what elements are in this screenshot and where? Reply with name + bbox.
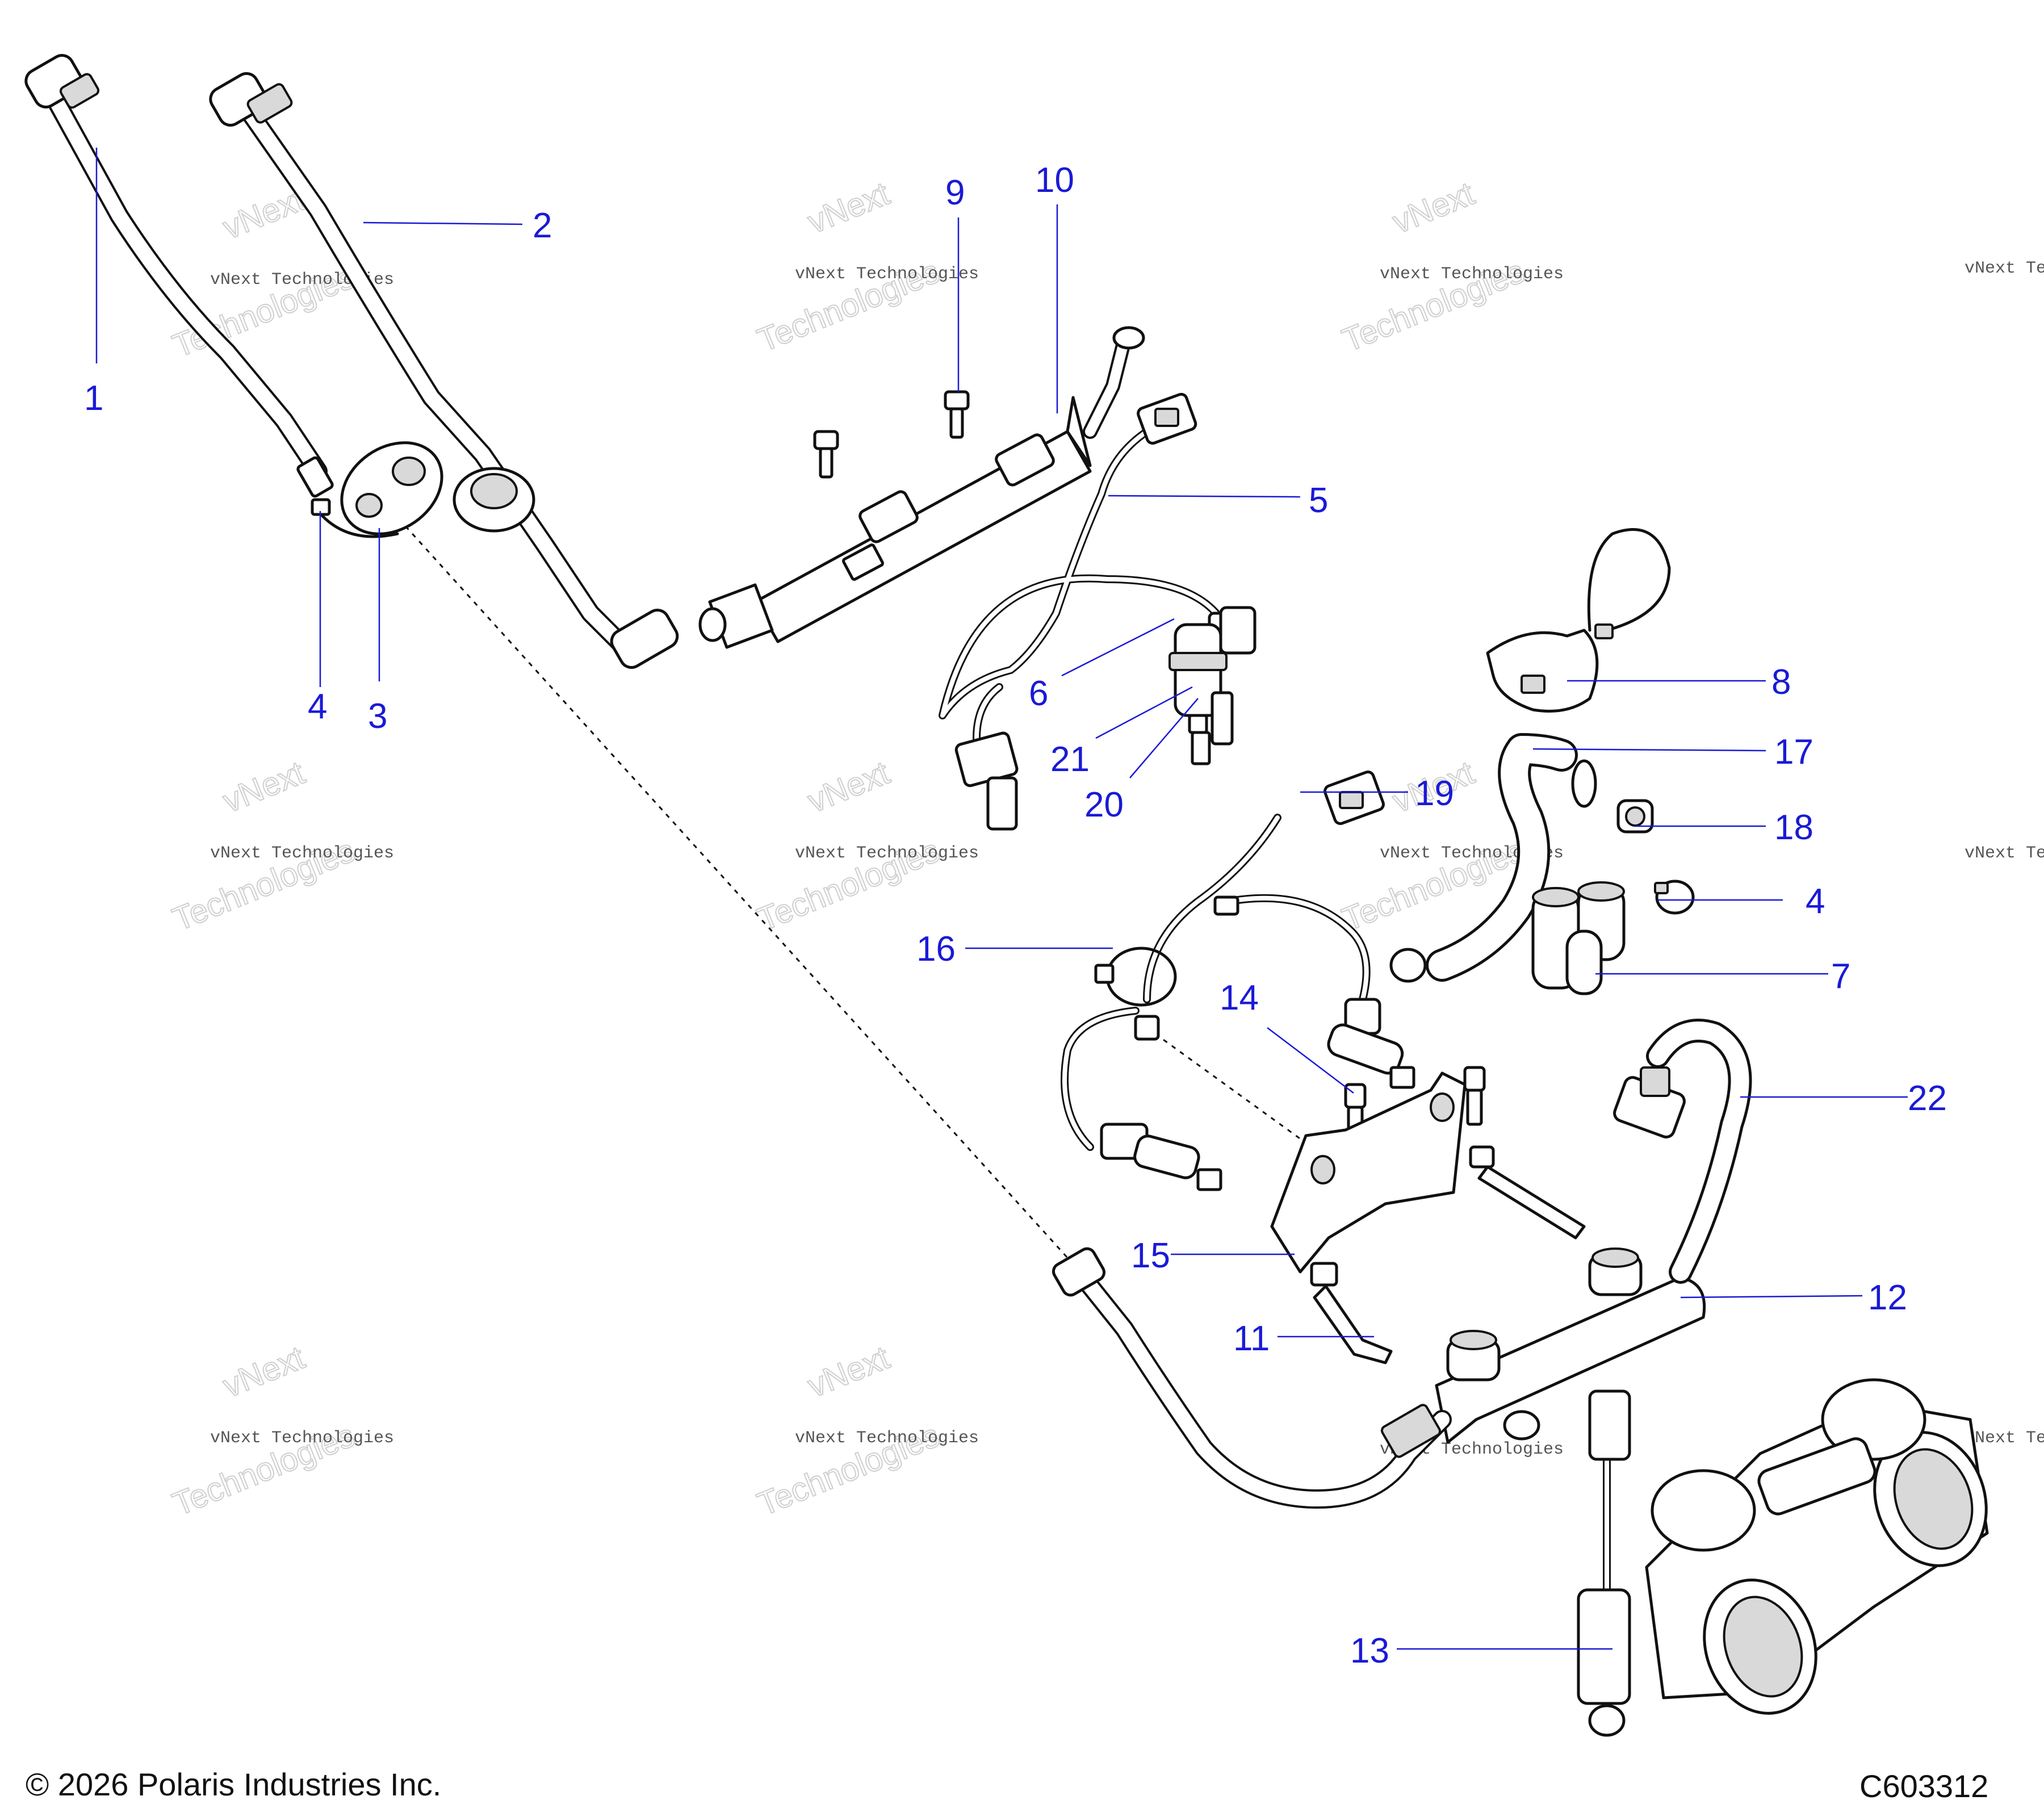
assembly-line-main: [391, 510, 1069, 1259]
callout-13: 13: [1350, 1631, 1389, 1671]
callout-18: 18: [1774, 808, 1813, 847]
callout-12: 12: [1868, 1278, 1907, 1317]
vent-hose-17: [1389, 733, 1654, 983]
watermark-brand: vNext: [218, 1339, 310, 1405]
wire-harness-16: [1061, 814, 1415, 1191]
bolt-9: [813, 390, 970, 479]
watermark-text: vNext Technologies: [1965, 844, 2044, 863]
fuel-hose-2: [209, 72, 679, 669]
leader-14: [1267, 1027, 1354, 1094]
callout-4b: 4: [1806, 882, 1825, 921]
cable-tie-4: [311, 498, 399, 538]
connector-19: [1323, 771, 1385, 825]
callout-11: 11: [1233, 1319, 1270, 1358]
copyright-text: © 2026 Polaris Industries Inc.: [26, 1766, 441, 1802]
bolt-11: [1310, 1145, 1586, 1364]
watermark: vNext Technologies vNext Technologies: [1337, 174, 1564, 359]
watermark-text: vNext Technologies: [795, 265, 979, 284]
watermark-text: vNext Technologies: [210, 844, 394, 863]
watermark-text: vNext Technologies: [1380, 265, 1564, 284]
callout-20: 20: [1084, 785, 1124, 824]
callout-22: 22: [1908, 1079, 1947, 1118]
assembly-line-bracket: [1146, 1027, 1312, 1148]
watermark: vNext Technologies: [1965, 844, 2044, 863]
watermark: vNext Technologies vNext Technologies: [752, 1338, 979, 1523]
leader-21: [1095, 686, 1193, 739]
callout-5: 5: [1309, 481, 1328, 520]
callout-14: 14: [1220, 978, 1259, 1018]
throttle-body-13: [1577, 1378, 1989, 1737]
watermark-brand: vNext: [218, 754, 310, 820]
callout-7: 7: [1831, 957, 1850, 996]
cable-tie-4b: [1654, 880, 1695, 915]
watermark-text: vNext Technologies: [1965, 259, 2044, 278]
callout-8: 8: [1771, 663, 1791, 702]
leader-6: [1061, 618, 1175, 677]
leader-2: [363, 221, 523, 225]
watermark: vNext Technologies vNext Technologies: [167, 753, 394, 939]
watermark: vNext Technologies: [1965, 1429, 2044, 1448]
callout-1: 1: [84, 379, 103, 418]
clamp-holder-7: [1531, 881, 1626, 995]
callout-9: 9: [945, 173, 965, 212]
watermark-text: vNext Technologies: [795, 1429, 979, 1448]
watermark-text: vNext Technologies: [210, 1429, 394, 1448]
callout-19: 19: [1415, 774, 1454, 813]
callout-2: 2: [533, 206, 552, 245]
watermark-brand: vNext: [1388, 175, 1480, 241]
callout-17: 17: [1774, 732, 1813, 772]
callout-10: 10: [1035, 161, 1074, 200]
callout-3: 3: [368, 697, 387, 736]
fuel-rail-12: [1435, 1247, 1706, 1444]
callout-21: 21: [1050, 740, 1090, 779]
callout-6: 6: [1029, 674, 1048, 713]
leader-20: [1129, 698, 1199, 778]
leader-lines: [95, 148, 1908, 1650]
fuel-hose-lower: [1052, 1247, 1452, 1509]
leader-17: [1532, 748, 1766, 752]
watermark: vNext Technologies vNext Technologies: [752, 753, 979, 939]
diagram-code: C603312: [1859, 1768, 1988, 1804]
watermark-brand: vNext: [803, 1339, 895, 1405]
leader-5: [1108, 495, 1301, 498]
throttle-cover-8: [1486, 528, 1671, 713]
hose-22: [1613, 1019, 1752, 1284]
leader-12: [1680, 1295, 1863, 1299]
fuel-injector-6: [1168, 606, 1256, 765]
fuel-hose-1: [24, 54, 334, 498]
watermark: vNext Technologies vNext Technologies: [167, 1338, 394, 1523]
callout-15: 15: [1131, 1236, 1170, 1275]
grommet-3: [340, 441, 443, 535]
callout-16: 16: [916, 930, 956, 969]
callout-labels: 1 2 3 4 5 6 7 8 9 10 11 12 13 14 15 16 1…: [84, 161, 1947, 1671]
watermark-brand: vNext: [803, 175, 895, 241]
fuel-rail-10: [698, 326, 1145, 649]
watermark-text: vNext Technologies: [795, 844, 979, 863]
callout-4a: 4: [308, 687, 327, 726]
watermark-brand: vNext: [803, 754, 895, 820]
watermark: vNext Technologies: [1965, 259, 2044, 278]
bolt-14: [1344, 1066, 1486, 1132]
bracket-15: [1270, 1071, 1467, 1274]
watermark-text: vNext Technologies: [1965, 1429, 2044, 1448]
